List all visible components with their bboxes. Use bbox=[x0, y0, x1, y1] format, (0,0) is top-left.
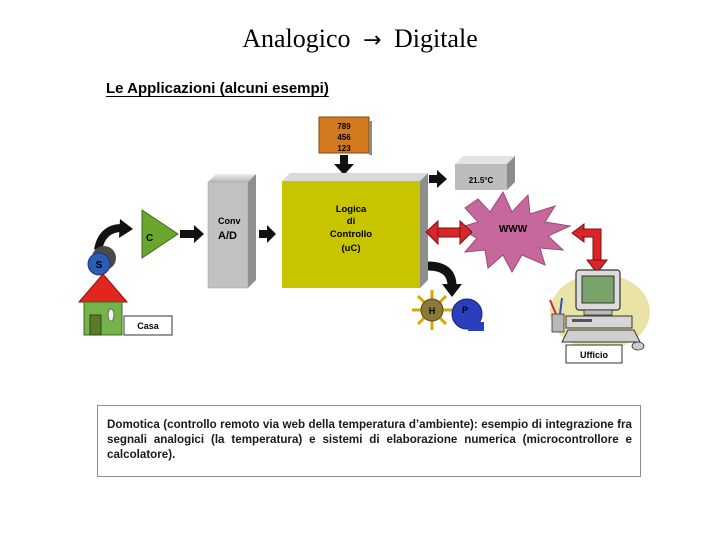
thermometer-sensor-icon: S bbox=[87, 246, 116, 276]
house-label-box: Casa bbox=[123, 315, 173, 336]
office-label-box: Ufficio bbox=[565, 344, 623, 364]
web-cloud-icon: WWW bbox=[456, 190, 572, 274]
title-arrow-icon: → bbox=[363, 28, 382, 53]
arrow-keypad-to-logic bbox=[334, 155, 354, 175]
sun-heater-icon: H bbox=[412, 290, 452, 330]
keypad-line3: 123 bbox=[337, 144, 351, 153]
logic-line1: Logica bbox=[336, 204, 367, 215]
display-value: 21.5°C bbox=[469, 176, 494, 185]
heater-label: H bbox=[429, 306, 436, 316]
sensor-label: S bbox=[96, 260, 103, 271]
web-label: WWW bbox=[499, 224, 528, 235]
title-left: Analogico bbox=[242, 24, 351, 53]
caption-text: Domotica (controllo remoto via web della… bbox=[107, 418, 632, 461]
converter-line1: Conv bbox=[218, 216, 241, 226]
diagram-canvas: 789 456 123 Conv A/D Logica di Controllo… bbox=[77, 116, 650, 364]
arrow-converter-to-logic bbox=[259, 225, 276, 243]
keypad: 789 456 123 bbox=[318, 116, 372, 155]
house-icon bbox=[77, 273, 129, 336]
comparator-triangle: C bbox=[141, 209, 179, 259]
office-label: Ufficio bbox=[580, 350, 609, 360]
diagram-subtitle: Le Applicazioni (alcuni esempi) bbox=[106, 80, 329, 97]
arrow-logic-to-display bbox=[429, 170, 447, 188]
arrow-logic-to-actuators bbox=[427, 261, 457, 287]
title-right: Digitale bbox=[393, 24, 478, 53]
arrow-web-to-office bbox=[571, 223, 609, 274]
converter-block: Conv A/D bbox=[207, 174, 256, 289]
logic-line3: Controllo bbox=[330, 229, 372, 240]
slide-title: Analogico → Digitale bbox=[0, 24, 720, 54]
pump-icon: P bbox=[451, 298, 484, 331]
logic-control-block: Logica di Controllo (uC) bbox=[282, 173, 428, 288]
house-label: Casa bbox=[137, 321, 160, 331]
keypad-line1: 789 bbox=[337, 122, 351, 131]
converter-line2: A/D bbox=[218, 230, 237, 242]
keypad-line2: 456 bbox=[337, 133, 351, 142]
logic-line4: (uC) bbox=[342, 243, 361, 254]
caption-box: Domotica (controllo remoto via web della… bbox=[97, 405, 641, 477]
arrow-logic-web-bidirectional bbox=[425, 219, 473, 246]
temperature-display: 21.5°C bbox=[455, 156, 515, 190]
computer-icon bbox=[549, 269, 650, 351]
arrow-sensor-to-comparator bbox=[94, 224, 123, 251]
comparator-label: C bbox=[146, 233, 153, 244]
pump-label: P bbox=[462, 305, 468, 315]
logic-line2: di bbox=[347, 216, 355, 227]
arrow-comparator-to-converter bbox=[180, 225, 204, 243]
